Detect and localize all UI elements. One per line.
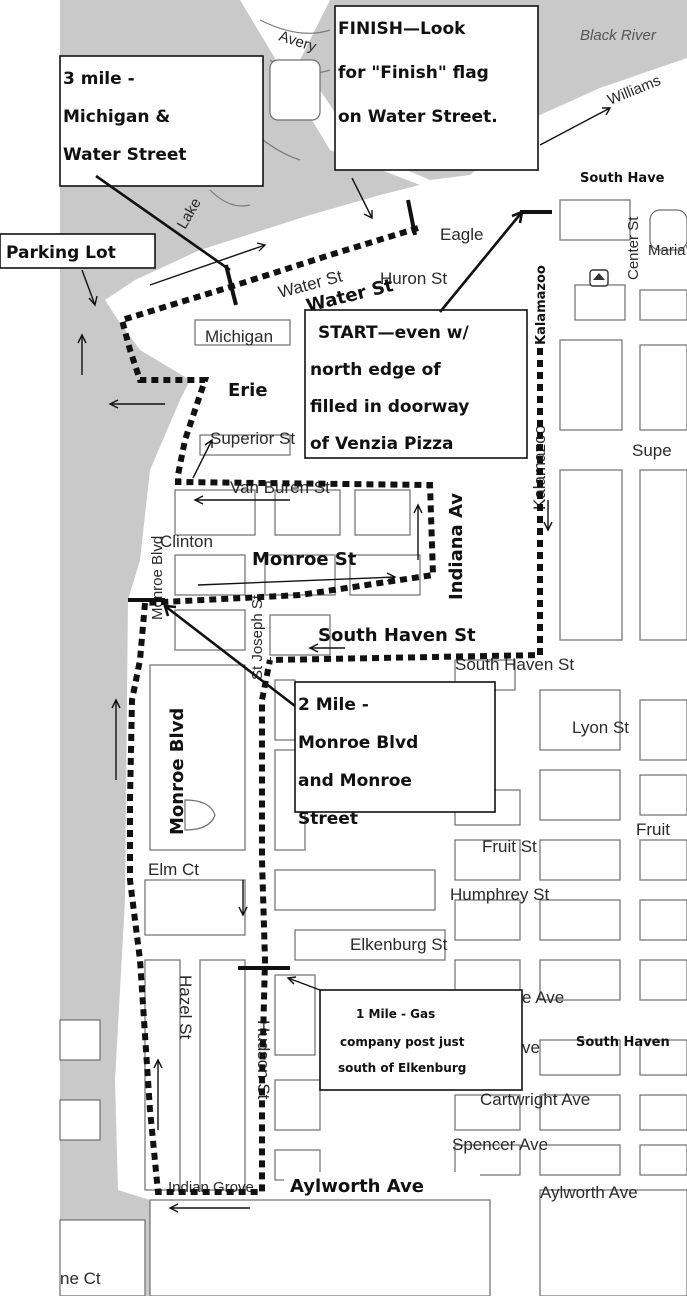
street-label-fruit: Fruit St <box>482 837 537 856</box>
route-north-loop <box>118 225 437 606</box>
street-label-south-haven-right: South Haven <box>576 1035 670 1050</box>
street-label-fruit-east: Fruit <box>636 820 670 839</box>
start-callout-line4: of Venzia Pizza <box>310 434 454 454</box>
street-label-hudson: Hudson St <box>254 1020 273 1100</box>
callouts: FINISH—Look for "Finish" flag on Water S… <box>0 5 552 1091</box>
street-label-ave-frag2: ve <box>522 1038 540 1057</box>
mile2-callout-line3: and Monroe <box>298 771 412 791</box>
mile3-callout-line2: Michigan & <box>63 107 170 127</box>
river-label: Black River <box>580 27 657 44</box>
mile1-callout-line3: south of Elkenburg <box>338 1061 466 1075</box>
bold-label-monroe-blvd: Monroe Blvd <box>167 708 188 835</box>
start-callout-line3: filled in doorway <box>310 397 469 417</box>
mile3-marker <box>224 264 238 306</box>
mile2-callout-line2: Monroe Blvd <box>298 733 418 753</box>
street-label-humphrey: Humphrey St <box>450 885 549 904</box>
street-label-kalamazoo-mid: Kalamazoo <box>530 425 549 510</box>
bold-label-kalamazoo: Kalamazoo <box>534 265 549 345</box>
mile1-callout-box <box>319 989 523 1091</box>
finish-marker <box>406 199 417 236</box>
mile-markers <box>128 199 552 970</box>
street-label-ne-ct: ne Ct <box>60 1269 101 1288</box>
finish-callout-line3: on Water Street. <box>338 107 498 127</box>
route-south-loop <box>127 602 273 1195</box>
direction-arrows <box>77 107 612 1213</box>
route-kalamazoo <box>269 300 543 663</box>
street-label-van-buren: Van Buren St <box>230 478 330 497</box>
street-label-aylworth-plain: Aylworth Ave <box>540 1183 638 1202</box>
street-grid <box>59 19 687 1296</box>
street-label-south-haven-st: South Haven St <box>455 655 574 674</box>
post-office-icon <box>589 269 609 287</box>
mile3-callout-line3: Water Street <box>63 145 187 165</box>
mile2-callout-line1: 2 Mile - <box>298 695 369 715</box>
mile3-callout-box <box>59 55 264 187</box>
street-label-monroe-blvd-plain: Monroe Blvd <box>149 536 166 620</box>
mile3-callout-line1: 3 mile - <box>63 69 135 89</box>
start-callout-box <box>304 309 528 459</box>
bold-label-aylworth-ave: Aylworth Ave <box>290 1176 424 1197</box>
street-label-ave-frag: e Ave <box>522 988 564 1007</box>
bold-label-indiana-av: Indiana Av <box>446 493 467 600</box>
street-label-elkenburg: Elkenburg St <box>350 935 448 954</box>
street-label-cartwright: Cartwright Ave <box>480 1090 590 1109</box>
bold-label-erie: Erie <box>228 380 268 401</box>
start-callout-line2: north edge of <box>310 360 441 380</box>
street-label-maria: Maria's <box>648 242 687 259</box>
street-label-superior: Superior St <box>210 429 295 448</box>
parking-callout-label: Parking Lot <box>6 243 116 263</box>
finish-callout-line2: for "Finish" flag <box>338 63 489 83</box>
street-label-michigan: Michigan <box>205 327 273 346</box>
street-label-spencer: Spencer Ave <box>452 1135 548 1154</box>
finish-callout-line1: FINISH—Look <box>338 19 466 39</box>
mile2-callout-line4: Street <box>298 809 358 829</box>
parking-callout-box <box>0 233 156 269</box>
mile2-callout-box <box>294 681 496 813</box>
bold-label-south-haven-st: South Haven St <box>318 625 476 646</box>
street-label-hazel: Hazel St <box>176 975 195 1040</box>
start-callout-line1: START—even w/ <box>318 323 469 343</box>
street-label-st-joseph: St Joseph St <box>249 594 266 680</box>
mile1-callout-line2: company post just <box>340 1035 465 1049</box>
street-label-superior-east: Supe <box>632 441 672 460</box>
street-label-elm: Elm Ct <box>148 860 199 879</box>
street-label-huron: Huron St <box>380 269 447 288</box>
bold-label-monroe-st: Monroe St <box>252 549 357 570</box>
street-label-center: Center St <box>625 216 642 280</box>
street-label-avery: Avery <box>277 28 319 56</box>
street-label-eagle: Eagle <box>440 225 483 244</box>
mile1-callout-line1: 1 Mile - Gas <box>356 1007 435 1021</box>
finish-callout-box <box>334 5 539 171</box>
street-label-lyon: Lyon St <box>572 718 629 737</box>
street-label-clinton: Clinton <box>160 532 213 551</box>
street-label-south-haven-top: South Have <box>580 171 665 186</box>
race-route <box>118 225 543 1195</box>
